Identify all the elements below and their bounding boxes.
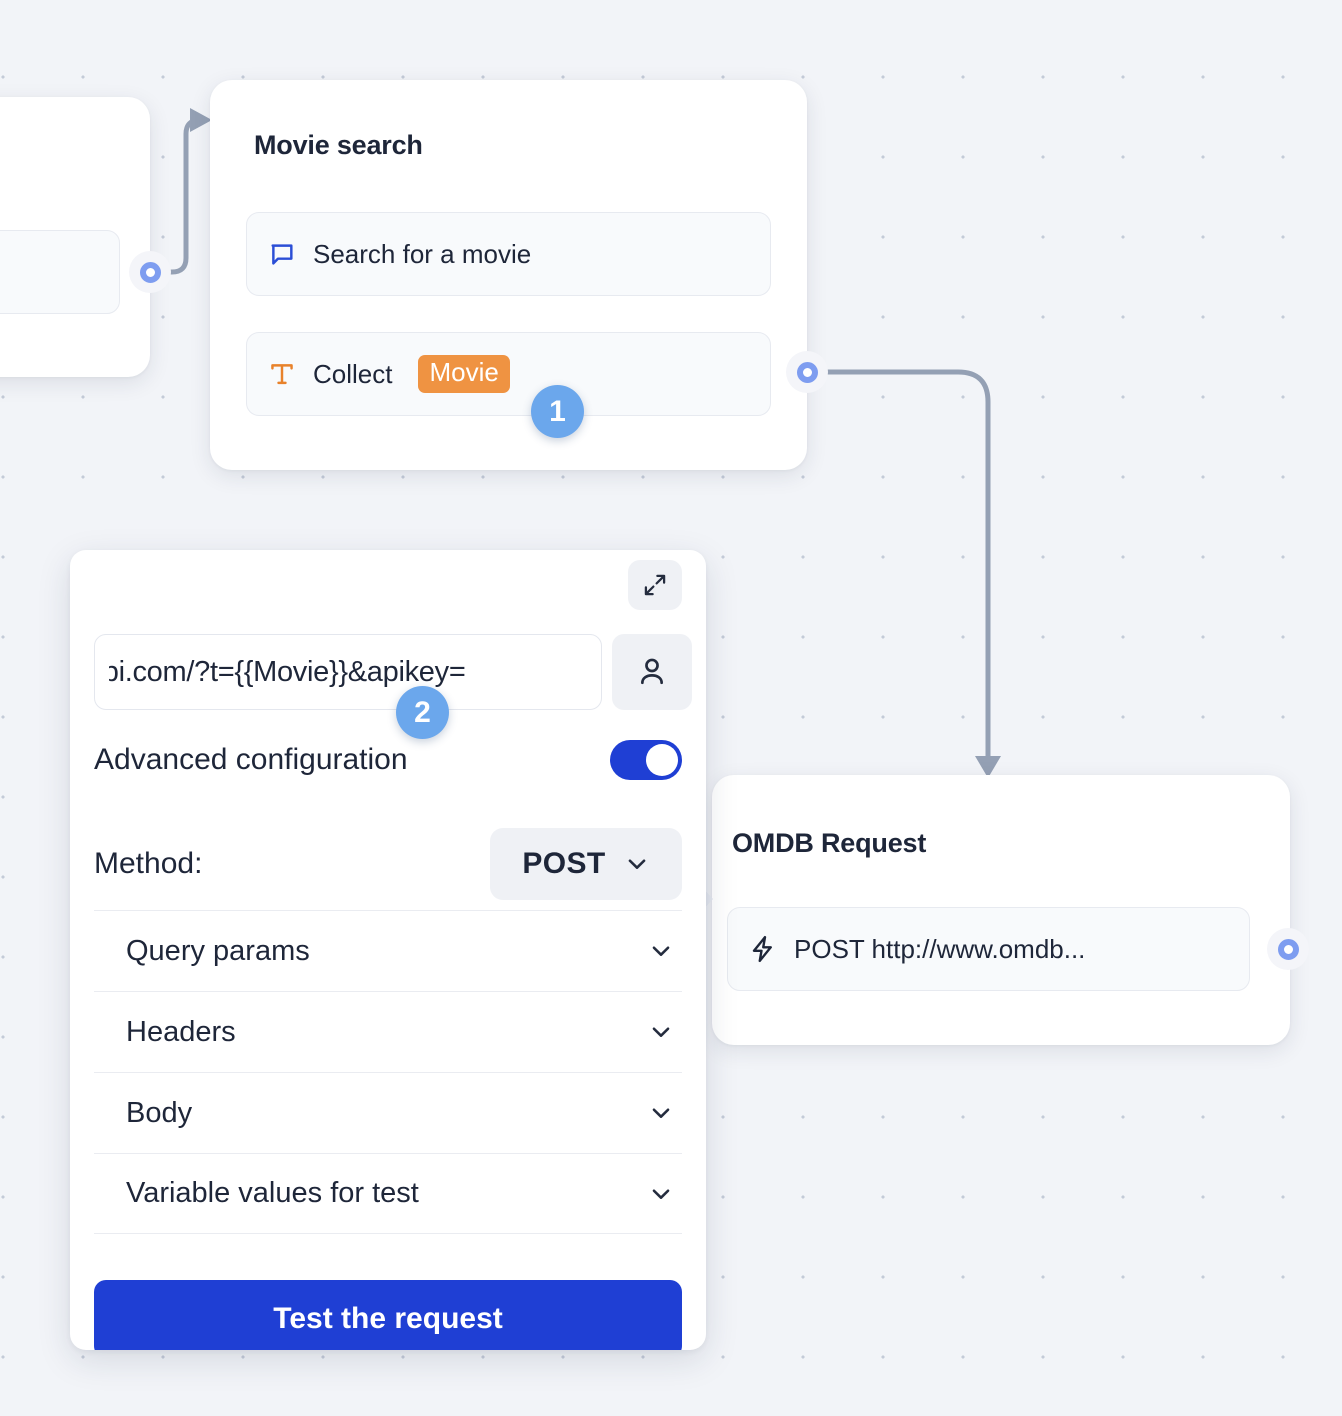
accordion-item-body[interactable]: Body [94, 1072, 682, 1153]
accordion-item-variable-values-for-test[interactable]: Variable values for test [94, 1153, 682, 1234]
node-row-collect-movie[interactable]: Collect Movie [246, 332, 771, 416]
edge-movie-to-omdb [823, 369, 991, 761]
node-row-label: Collect [313, 358, 393, 389]
variable-chip-movie[interactable]: Movie [418, 355, 510, 393]
edge-prev-to-movie [165, 117, 201, 275]
node-row-label: Search for a movie [313, 238, 532, 269]
accordion-label: Headers [126, 1015, 236, 1048]
accordion-sections: Query params Headers Body Variable value… [94, 910, 682, 1234]
chevron-down-icon [652, 1027, 670, 1037]
node-row-search-for-a-movie[interactable]: Search for a movie [246, 212, 771, 296]
node-movie-search[interactable]: Movie search Search for a movie Collect … [210, 80, 807, 470]
accordion-label: Body [126, 1096, 193, 1129]
step-badge-2: 2 [396, 686, 449, 739]
port-previous-output[interactable] [133, 255, 167, 289]
method-select[interactable]: POST [490, 828, 682, 900]
node-omdb-title: OMDB Request [732, 828, 927, 858]
text-format-icon [267, 359, 297, 389]
request-url-input[interactable]: ıpi.com/?t={{Movie}}&apikey= [94, 634, 602, 710]
method-row: Method: POST [94, 828, 682, 900]
lightning-bolt-icon [748, 934, 778, 964]
advanced-configuration-label: Advanced configuration [94, 743, 408, 776]
request-config-panel[interactable]: ıpi.com/?t={{Movie}}&apikey= Advanced co… [70, 550, 706, 1350]
expand-diagonal-icon [644, 574, 666, 596]
url-row: ıpi.com/?t={{Movie}}&apikey= [94, 634, 692, 710]
method-selected-value: POST [522, 847, 606, 880]
chevron-down-icon [652, 1108, 670, 1118]
node-omdb-request[interactable]: OMDB Request POST http://www.omdb... [698, 775, 1290, 1045]
toggle-knob [646, 744, 678, 776]
method-label: Method: [94, 847, 203, 880]
node-previous-card[interactable] [0, 97, 150, 377]
accordion-label: Variable values for test [126, 1177, 419, 1209]
chevron-down-icon [652, 946, 670, 956]
node-row-post-request[interactable]: POST http://www.omdb... [727, 907, 1250, 991]
node-previous-row[interactable] [0, 230, 120, 314]
chevron-down-icon [628, 859, 645, 869]
node-row-label: POST http://www.omdb... [794, 933, 1086, 964]
advanced-configuration-toggle[interactable] [610, 740, 682, 780]
port-omdb-output[interactable] [1271, 932, 1305, 966]
accordion-item-headers[interactable]: Headers [94, 991, 682, 1072]
chat-bubble-icon [267, 239, 297, 269]
expand-panel-button[interactable] [628, 560, 682, 610]
chevron-down-icon [652, 1188, 670, 1199]
person-icon [641, 658, 663, 685]
step-badge-1: 1 [531, 385, 584, 438]
advanced-configuration-row: Advanced configuration [94, 740, 682, 780]
auth-credentials-button[interactable] [612, 634, 692, 710]
test-the-request-button[interactable]: Test the request [94, 1280, 682, 1350]
port-movie-search-output[interactable] [790, 355, 824, 389]
edge-arrowhead-prev [190, 108, 212, 132]
request-url-value: ıpi.com/?t={{Movie}}&apikey= [109, 655, 466, 688]
accordion-item-query-params[interactable]: Query params [94, 910, 682, 991]
node-movie-search-title: Movie search [254, 130, 423, 160]
accordion-label: Query params [126, 934, 310, 967]
